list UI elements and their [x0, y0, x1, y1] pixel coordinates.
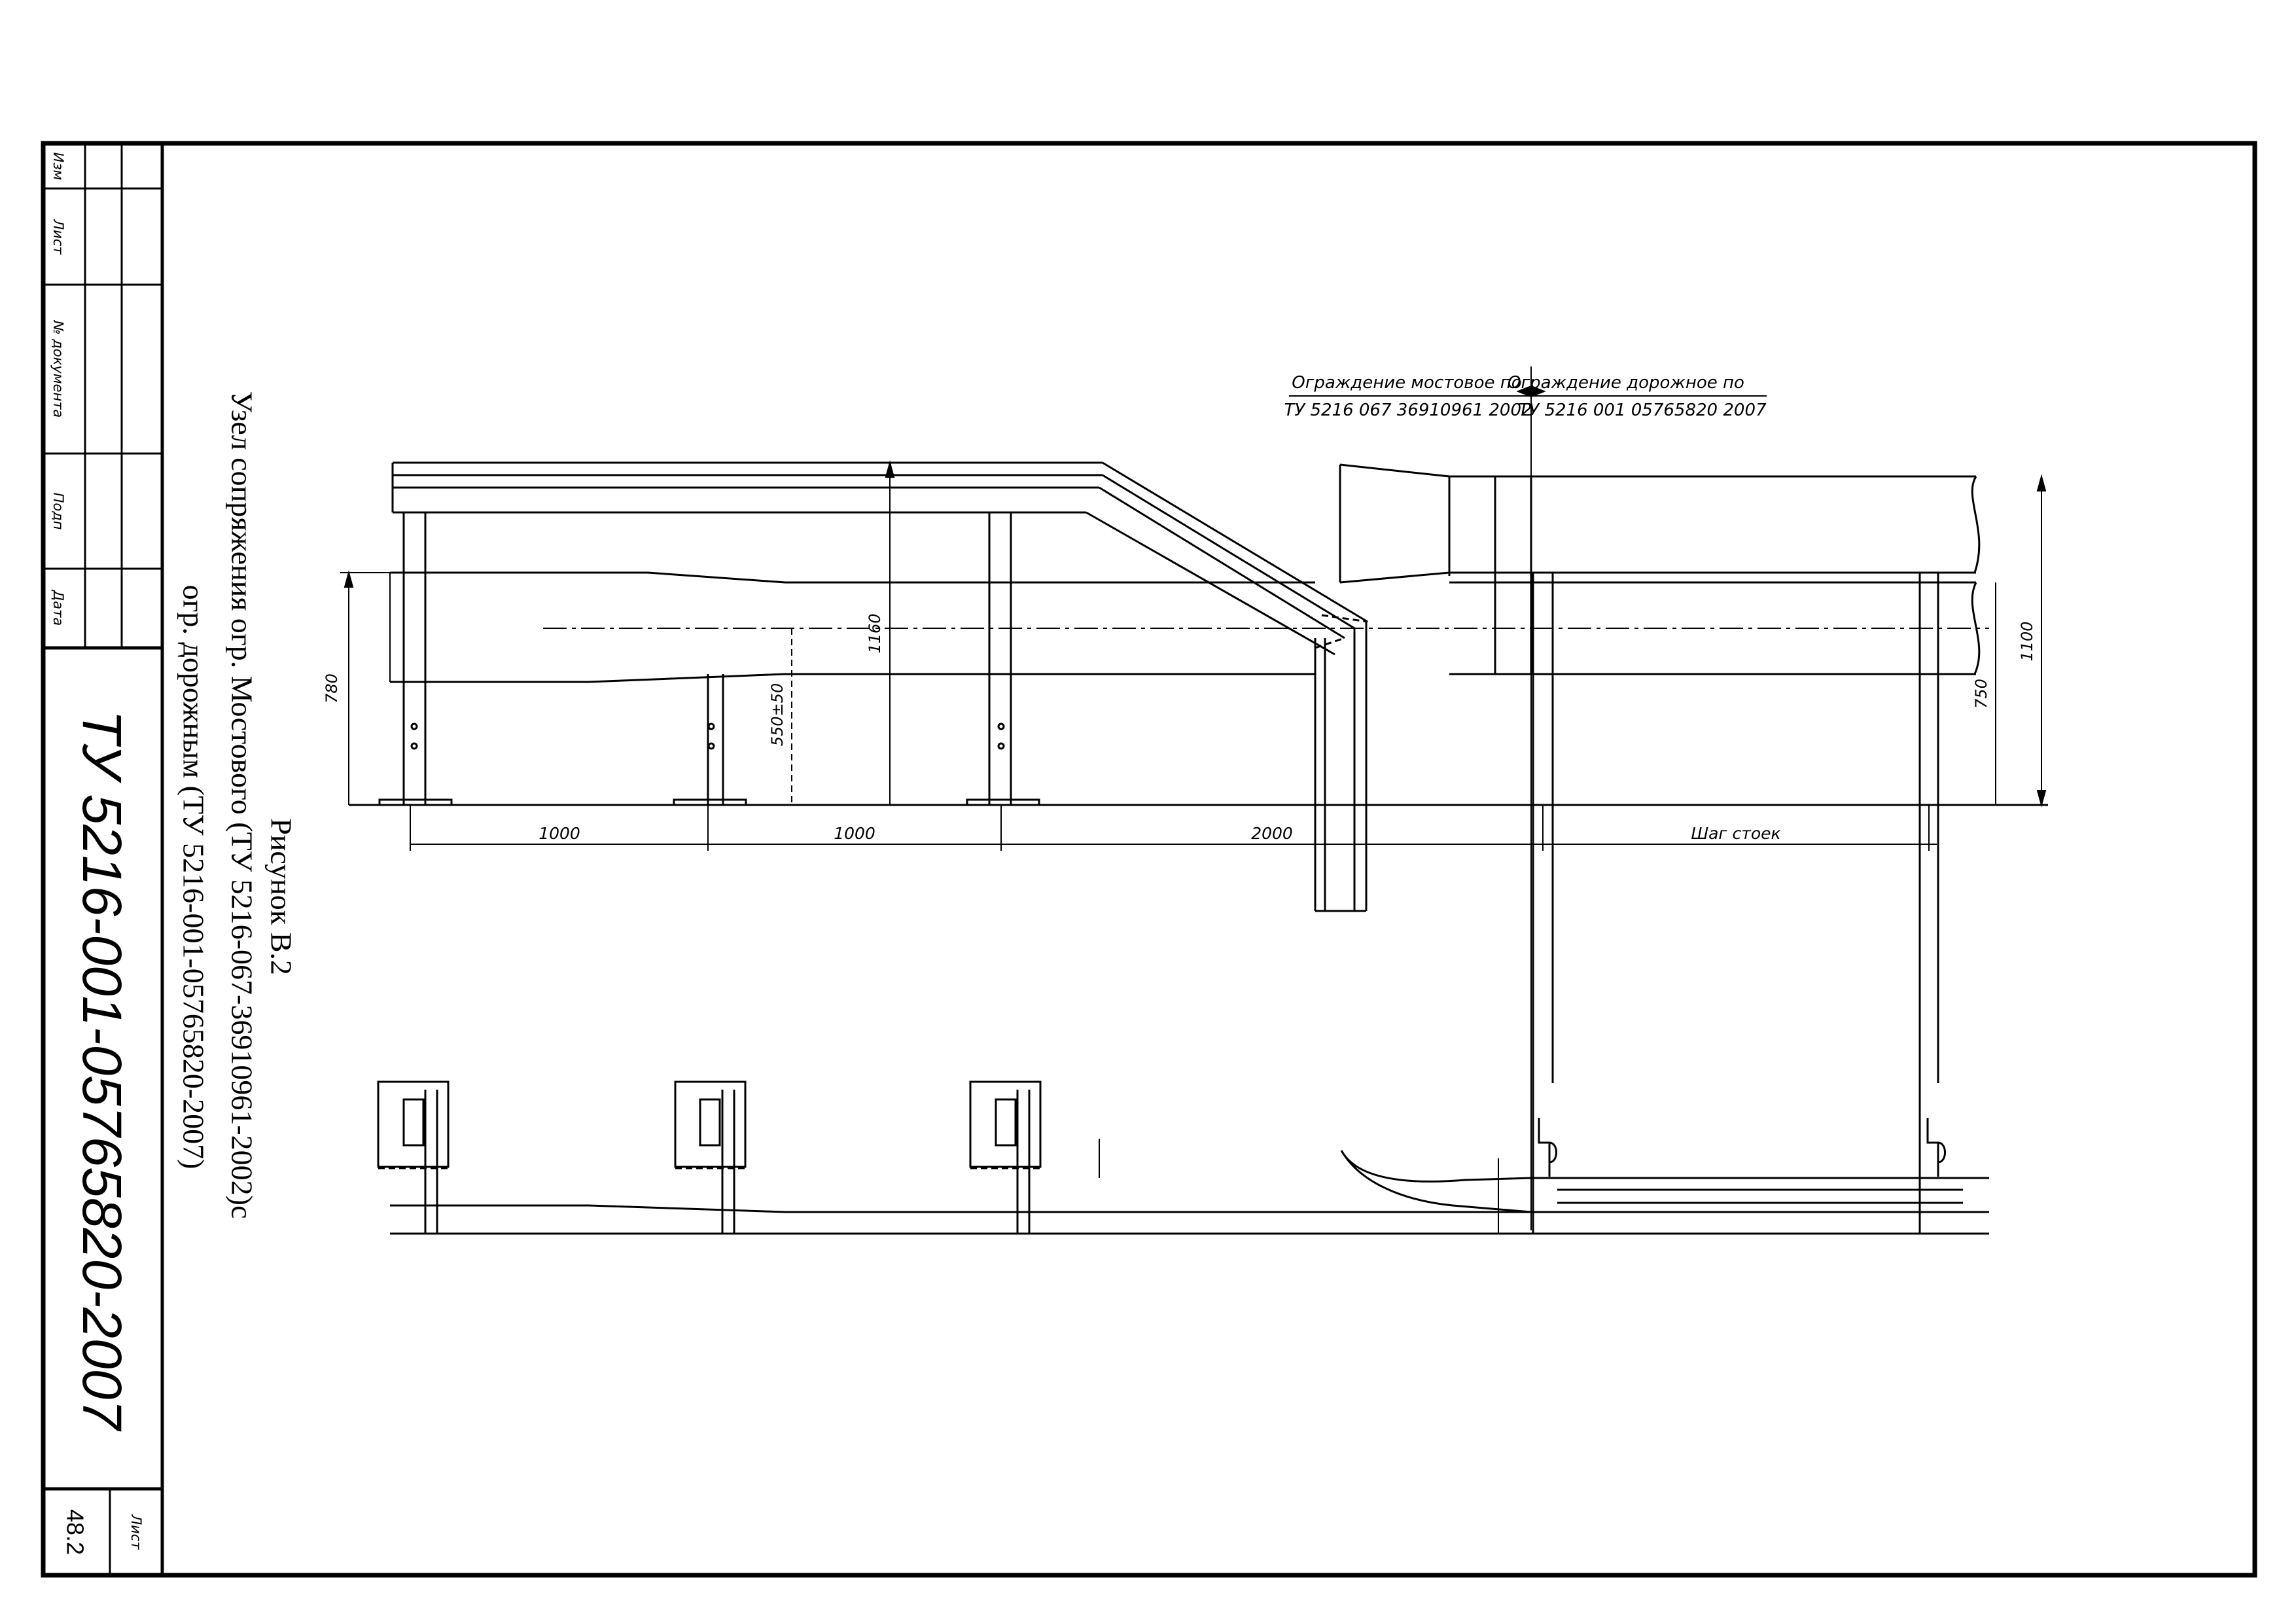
plan-flared-end	[1340, 1150, 1532, 1213]
transition-post	[1314, 622, 1368, 912]
dim-height-1160: 1160	[866, 613, 884, 653]
stamp-izm: Изм	[50, 152, 66, 181]
bridge-post-2	[673, 674, 747, 806]
spec-notes: Ограждение мостовое по ТУ 5216 067 36910…	[1284, 373, 1767, 420]
plan-post-2	[674, 1080, 747, 1234]
bridge-post-3	[966, 511, 1040, 806]
dim-height-750: 750	[1972, 679, 1990, 709]
stamp-signature: Подп	[50, 493, 66, 530]
stamp-date: Дата	[50, 590, 66, 626]
plan-post-1	[377, 1080, 450, 1234]
bridge-handrail	[391, 461, 1368, 656]
road-post-2	[1918, 571, 1939, 1083]
sheet-number: 48.2	[62, 1509, 89, 1555]
sheet-label: Лист	[128, 1514, 144, 1550]
title-block: Изм Лист № документа Подп Дата ТУ 5216-0…	[50, 152, 144, 1555]
note-road-spec: ТУ 5216 001 05765820 2007	[1518, 401, 1767, 420]
caption-line-2: огр. дорожным (ТУ 5216-001-05765820-2007…	[177, 585, 211, 1169]
figure-number: Рисунок В.2	[265, 818, 298, 975]
note-road-fence: Ограждение дорожное по	[1508, 373, 1744, 393]
caption-line-1: Узел сопряжения огр. Мостового (ТУ 5216-…	[226, 391, 259, 1219]
elevation-view	[349, 366, 2048, 1230]
figure-caption: Рисунок В.2 Узел сопряжения огр. Мостово…	[177, 391, 298, 1219]
dimension-labels: 1000 1000 2000 Шаг стоек 780 1160 550±50…	[323, 613, 2036, 843]
plan-road-post-1	[1532, 1083, 1557, 1234]
dim-height-780: 780	[323, 673, 341, 704]
dim-span-3: 2000	[1251, 824, 1293, 843]
bridge-beam	[389, 571, 1315, 683]
road-beam	[1449, 475, 1981, 675]
road-post-1	[1532, 571, 1554, 1083]
dim-span-1: 1000	[539, 824, 580, 843]
document-code: ТУ 5216-001-05765820-2007	[71, 710, 133, 1432]
note-bridge-spec: ТУ 5216 067 36910961 2002	[1284, 401, 1532, 420]
dim-height-1100: 1100	[2018, 621, 2036, 661]
dimension-lines	[340, 385, 2047, 851]
dim-post-spacing: Шаг стоек	[1691, 824, 1780, 843]
sheet-frame	[41, 141, 2257, 1578]
plan-view	[377, 1080, 1989, 1235]
note-bridge-fence: Ограждение мостовое по	[1292, 373, 1521, 393]
plan-road-post-2	[1918, 1083, 1946, 1234]
road-end-terminal	[1339, 463, 1451, 584]
stamp-list: Лист	[50, 219, 66, 255]
dim-span-2: 1000	[834, 824, 875, 843]
plan-post-3	[969, 1080, 1042, 1234]
stamp-doc-number: № документа	[50, 320, 66, 418]
dim-height-550: 550±50	[768, 683, 786, 746]
bridge-post-1	[378, 511, 453, 806]
